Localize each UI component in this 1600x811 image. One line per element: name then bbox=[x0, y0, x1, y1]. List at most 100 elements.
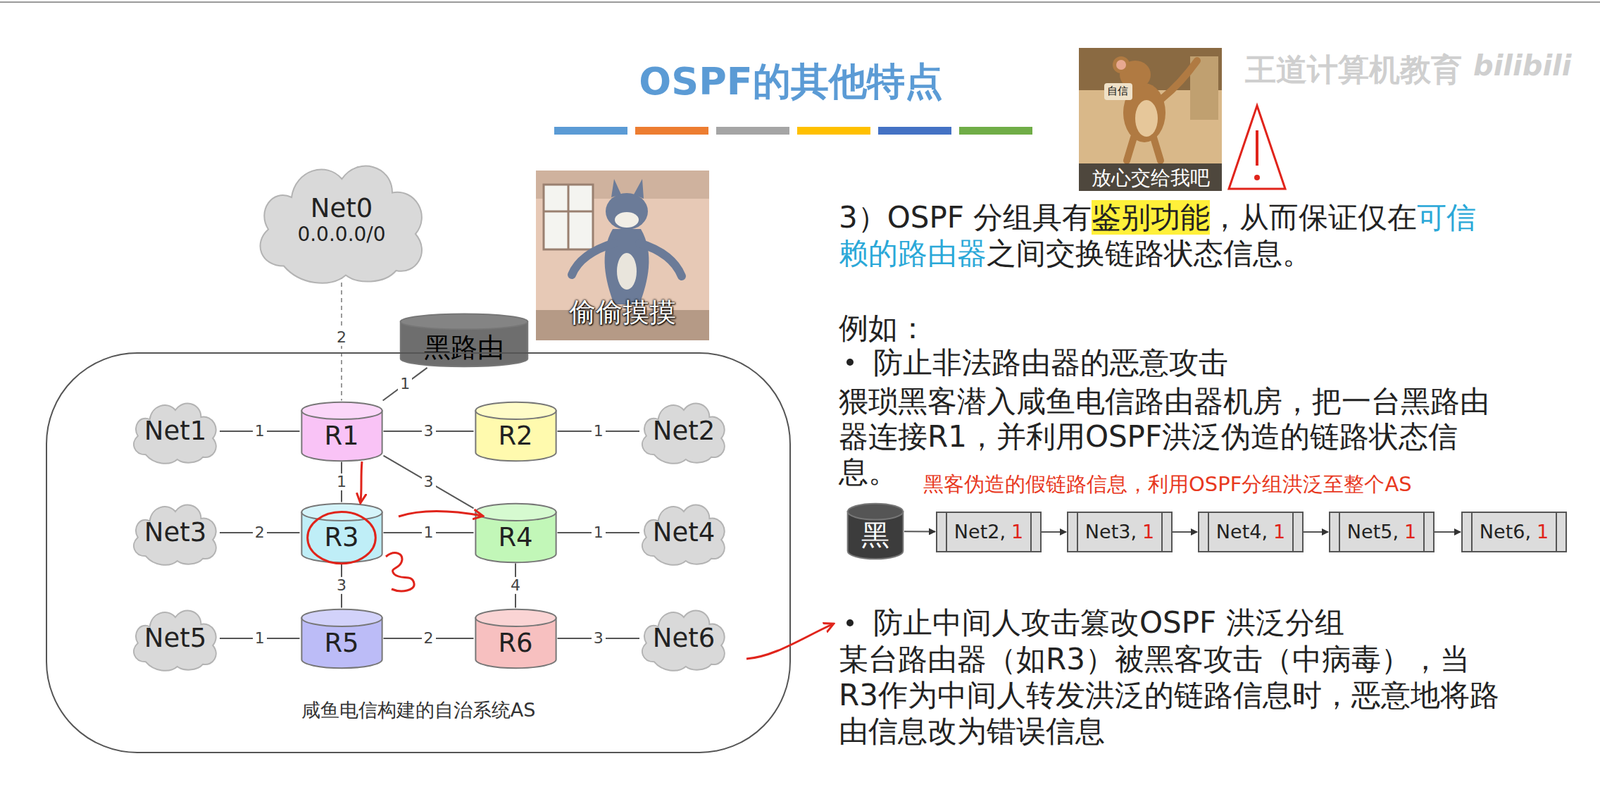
node-text: Net3,1 bbox=[1068, 512, 1172, 551]
link-cost: 1 bbox=[252, 629, 267, 647]
example-heading: 例如： bbox=[838, 309, 928, 346]
connector bbox=[383, 455, 474, 509]
connector bbox=[219, 531, 300, 534]
connector bbox=[383, 430, 474, 432]
link-state-box: Net2,1 bbox=[935, 511, 1042, 553]
body-text: 某台路由器（如R3）被黑客攻击（中病毒），当R3作为中间人转发洪泛的链路信息时，… bbox=[838, 641, 1500, 748]
example-heading: 例如： bbox=[838, 310, 928, 346]
meme-caption: 放心交给我吧 bbox=[1078, 164, 1222, 192]
link-cost: 2 bbox=[252, 523, 267, 541]
node-text: R6 bbox=[473, 607, 558, 670]
watermark: 王道计算机教育 bbox=[1245, 49, 1462, 91]
node-label: Net6 bbox=[652, 623, 716, 654]
link-cost: 2 bbox=[334, 328, 349, 346]
meme-caption: 放心交给我吧 bbox=[1091, 166, 1210, 190]
node-label: Net3, bbox=[1085, 520, 1137, 543]
node-label: 1 bbox=[1536, 520, 1549, 543]
link-cost: 3 bbox=[421, 473, 436, 491]
red-caption: 黑客伪造的假链路信息，利用OSPF分组洪泛至整个AS bbox=[923, 471, 1412, 497]
box-divider bbox=[1423, 512, 1425, 551]
point-text: ，从而保证仅在 bbox=[1209, 200, 1417, 235]
node-text: Net3 bbox=[126, 497, 225, 568]
router-cylinder: R2 bbox=[473, 400, 558, 462]
node-text: R4 bbox=[473, 502, 558, 564]
connector bbox=[514, 563, 517, 608]
watermark: bilibili bbox=[1473, 49, 1572, 82]
node-text: Net00.0.0.0/0 bbox=[245, 151, 439, 289]
connector bbox=[557, 531, 641, 534]
connector bbox=[383, 531, 474, 534]
jerry-meme bbox=[1078, 47, 1222, 191]
box-divider bbox=[945, 512, 948, 551]
router-cylinder: R5 bbox=[300, 607, 384, 670]
node-text: Net2 bbox=[634, 395, 734, 467]
slide-title: OSPF的其他特点 bbox=[638, 56, 943, 108]
connector bbox=[904, 530, 936, 532]
warning-triangle bbox=[1228, 105, 1286, 189]
node-label: 1 bbox=[1011, 520, 1024, 543]
node-label: 咸鱼电信构建的自治系统AS bbox=[301, 698, 536, 721]
body-text: 某台路由器（如R3）被黑客攻击（中病毒），当R3作为中间人转发洪泛的链路信息时，… bbox=[838, 640, 1505, 749]
red-scribble bbox=[385, 552, 415, 591]
node-text: Net6 bbox=[634, 602, 734, 674]
point-text: 3）OSPF 分组具有鉴别功能，从而保证仅在可信赖的路由器之间交换链路状态信息。 bbox=[838, 199, 1505, 272]
box-divider bbox=[1555, 512, 1558, 551]
router-cylinder: R4 bbox=[473, 502, 558, 564]
node-text: R3 bbox=[300, 502, 384, 564]
node-label: Net5, bbox=[1347, 520, 1399, 543]
link-state-box: Net3,1 bbox=[1066, 511, 1173, 553]
node-text: R5 bbox=[300, 607, 384, 670]
warning-mark bbox=[1255, 130, 1259, 166]
link-cost: 1 bbox=[421, 523, 436, 541]
red-caption: 黑客伪造的假链路信息，利用OSPF分组洪泛至整个AS bbox=[923, 471, 1412, 496]
autonomous-system-region: 咸鱼电信构建的自治系统AS Net1 R1 R2 Net2Net3 R3 R4 Net4Net… bbox=[45, 352, 791, 753]
network-cloud: Net1 bbox=[126, 395, 225, 467]
node-label: Net6, bbox=[1479, 520, 1531, 543]
watermark: 王道计算机教育 bbox=[1245, 51, 1462, 88]
red-arrow bbox=[398, 510, 482, 517]
red-arrow bbox=[360, 461, 362, 502]
bullet-text: 防止中间人攻击篡改 bbox=[873, 604, 1140, 640]
network-cloud: Net4 bbox=[634, 497, 734, 568]
node-label: Net0 bbox=[310, 193, 374, 224]
router-cylinder: 黑 bbox=[846, 502, 905, 560]
connector bbox=[557, 430, 641, 432]
box-divider bbox=[1076, 512, 1079, 551]
node-text: Net4 bbox=[634, 497, 734, 568]
node-text: 黑路由 bbox=[397, 312, 531, 368]
node-text: Net1 bbox=[126, 395, 225, 467]
meme-text: 自信 bbox=[1107, 84, 1129, 98]
bullet-text: 防止非法路由器的恶意攻击 bbox=[873, 344, 1229, 381]
link-cost: 1 bbox=[591, 422, 606, 440]
link-cost: 2 bbox=[421, 629, 436, 647]
bullet-text: 防止中间人攻击篡改OSPF 洪泛分组 bbox=[873, 607, 1345, 639]
connector bbox=[1303, 530, 1329, 533]
node-label: R2 bbox=[497, 421, 533, 452]
link-cost: 1 bbox=[252, 422, 267, 440]
node-label: 黑 bbox=[861, 518, 890, 551]
network-cloud: Net3 bbox=[126, 497, 225, 568]
box-divider bbox=[1292, 512, 1294, 551]
link-cost: 1 bbox=[334, 473, 349, 491]
link-cost: 3 bbox=[591, 629, 606, 647]
router-cylinder: R3 bbox=[300, 502, 384, 564]
bullet-text: OSPF 洪泛分组 bbox=[1139, 604, 1345, 640]
node-label: 黑路由 bbox=[423, 332, 505, 364]
connector bbox=[340, 563, 343, 608]
warning-mark bbox=[1254, 174, 1260, 181]
node-text: R2 bbox=[473, 400, 558, 462]
connector bbox=[219, 637, 300, 639]
node-label: 1 bbox=[1142, 520, 1155, 543]
tom-meme bbox=[535, 170, 710, 341]
red-arrow bbox=[746, 623, 833, 659]
point-text: 3）OSPF 分组具有 bbox=[838, 200, 1092, 235]
link-state-box: Net6,1 bbox=[1461, 511, 1567, 553]
node-text: Net4,1 bbox=[1199, 512, 1303, 551]
router-cylinder: R6 bbox=[473, 607, 558, 670]
watermark: bilibili bbox=[1473, 49, 1572, 82]
node-label: 1 bbox=[1404, 520, 1417, 543]
router-cylinder: R1 bbox=[300, 400, 384, 462]
box-divider bbox=[1338, 512, 1341, 551]
node-label: 1 bbox=[1273, 520, 1286, 543]
connector bbox=[1172, 530, 1198, 533]
